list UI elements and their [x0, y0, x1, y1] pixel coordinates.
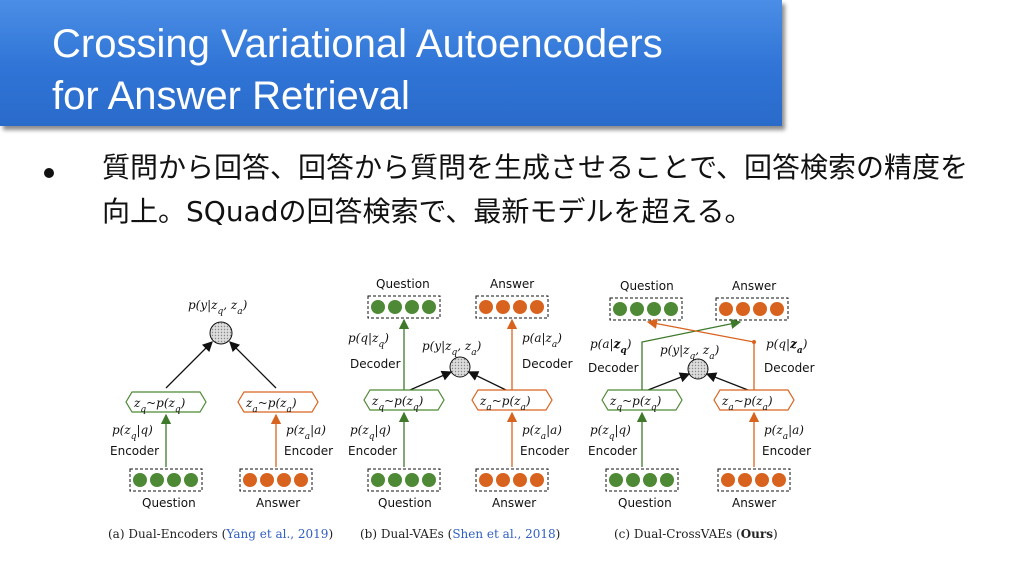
- panel-dual-crossvaes: Question Answer p(a|zq) Decoder p(q|za) …: [588, 279, 815, 510]
- page-title: Crossing Variational Autoencoders for An…: [52, 18, 663, 122]
- label-p-za-a: p(za|a): [286, 423, 326, 442]
- y-node: [209, 321, 233, 345]
- figure-svg: p(y|zq, za) zq~p(zq) za~p(za) p(zq|q) En…: [108, 277, 815, 541]
- label-p-zq-q-b: p(zq|q): [350, 423, 391, 442]
- label-p-a-za: p(a|za): [522, 331, 562, 350]
- answer-nodes-top: [475, 295, 549, 319]
- y-node-c: [687, 358, 709, 380]
- encoder-label-q-b: Encoder: [348, 444, 397, 458]
- label-p-za-a-c: p(za|a): [764, 423, 804, 442]
- bullet-dot: [44, 168, 54, 178]
- answer-label-top: Answer: [490, 277, 534, 291]
- question-label: Question: [142, 496, 196, 510]
- label-p-q-za: p(q|za): [766, 337, 808, 356]
- answer-label-bottom-c: Answer: [732, 496, 776, 510]
- model-comparison-figure: p(y|zq, za) zq~p(zq) za~p(za) p(zq|q) En…: [100, 262, 820, 558]
- caption-a: (a) Dual-Encoders (Yang et al., 2019): [108, 527, 333, 541]
- za-prior-box: [237, 391, 319, 413]
- y-node-b: [449, 356, 471, 378]
- title-line-1: Crossing Variational Autoencoders: [52, 22, 663, 66]
- za-prior-box-c: [713, 389, 795, 411]
- answer-nodes-top-c: [715, 297, 789, 321]
- answer-nodes-bottom-c: [717, 468, 791, 492]
- question-label-top-c: Question: [620, 279, 674, 293]
- title-banner: Crossing Variational Autoencoders for An…: [0, 0, 782, 126]
- question-label-top: Question: [376, 277, 430, 291]
- decoder-label-c-right: Decoder: [764, 361, 815, 375]
- question-nodes-top: [367, 295, 441, 319]
- answer-label: Answer: [256, 496, 300, 510]
- question-label-bottom: Question: [378, 496, 432, 510]
- encoder-label-a-c: Encoder: [762, 444, 811, 458]
- question-nodes: [129, 468, 203, 492]
- question-nodes-bottom-c: [605, 468, 679, 492]
- label-p-y-b: p(y|zq, za): [422, 339, 482, 358]
- zq-prior-label-b: zq~p(zq): [371, 394, 424, 413]
- question-nodes-bottom: [367, 468, 441, 492]
- caption-b: (b) Dual-VAEs (Shen et al., 2018): [360, 527, 560, 541]
- label-p-q-zq: p(q|zq): [348, 331, 389, 350]
- label-p-a-zq: p(a|zq): [590, 337, 632, 356]
- za-prior-label: za~p(za): [245, 396, 297, 415]
- title-line-2: for Answer Retrieval: [52, 74, 410, 118]
- question-label-bottom-c: Question: [618, 496, 672, 510]
- bullet-list: 質問から回答、回答から質問を生成させることで、回答検索の精度を向上。SQuadの…: [44, 146, 994, 256]
- encoder-label-a-b: Encoder: [520, 444, 569, 458]
- caption-c: (c) Dual-CrossVAEs (Ours): [614, 527, 778, 541]
- za-prior-label-c: za~p(za): [721, 394, 773, 413]
- encoder-label-q: Encoder: [110, 444, 159, 458]
- za-prior-label-b: za~p(za): [479, 394, 531, 413]
- label-p-y: p(y|zq, za): [188, 298, 248, 317]
- bullet-text: 質問から回答、回答から質問を生成させることで、回答検索の精度を向上。SQuadの…: [102, 151, 969, 228]
- decoder-label-q: Decoder: [350, 357, 401, 371]
- za-prior-box-b: [471, 389, 553, 411]
- encoder-label-q-c: Encoder: [588, 444, 637, 458]
- decoder-label-c-left: Decoder: [588, 361, 639, 375]
- zq-prior-box-b: [363, 389, 445, 411]
- label-p-y-c: p(y|zq, za): [660, 343, 720, 362]
- zq-prior-box: [125, 391, 207, 413]
- answer-nodes-bottom: [475, 468, 549, 492]
- encoder-label-a: Encoder: [284, 444, 333, 458]
- answer-nodes: [239, 468, 313, 492]
- label-p-za-a-b: p(za|a): [522, 423, 562, 442]
- decoder-label-a: Decoder: [522, 357, 573, 371]
- label-p-zq-q-c: p(zq|q): [590, 423, 631, 442]
- panel-dual-encoders: p(y|zq, za) zq~p(zq) za~p(za) p(zq|q) En…: [110, 298, 333, 510]
- zq-prior-label: zq~p(zq): [133, 396, 186, 415]
- answer-label-top-c: Answer: [732, 279, 776, 293]
- panel-dual-vaes: Question Answer p(q|zq) Decoder p(a|za) …: [348, 277, 573, 510]
- zq-prior-box-c: [601, 389, 683, 411]
- zq-prior-label-c: zq~p(zq): [609, 394, 662, 413]
- label-p-zq-q: p(zq|q): [112, 423, 153, 442]
- question-nodes-top-c: [609, 297, 683, 321]
- answer-label-bottom: Answer: [492, 496, 536, 510]
